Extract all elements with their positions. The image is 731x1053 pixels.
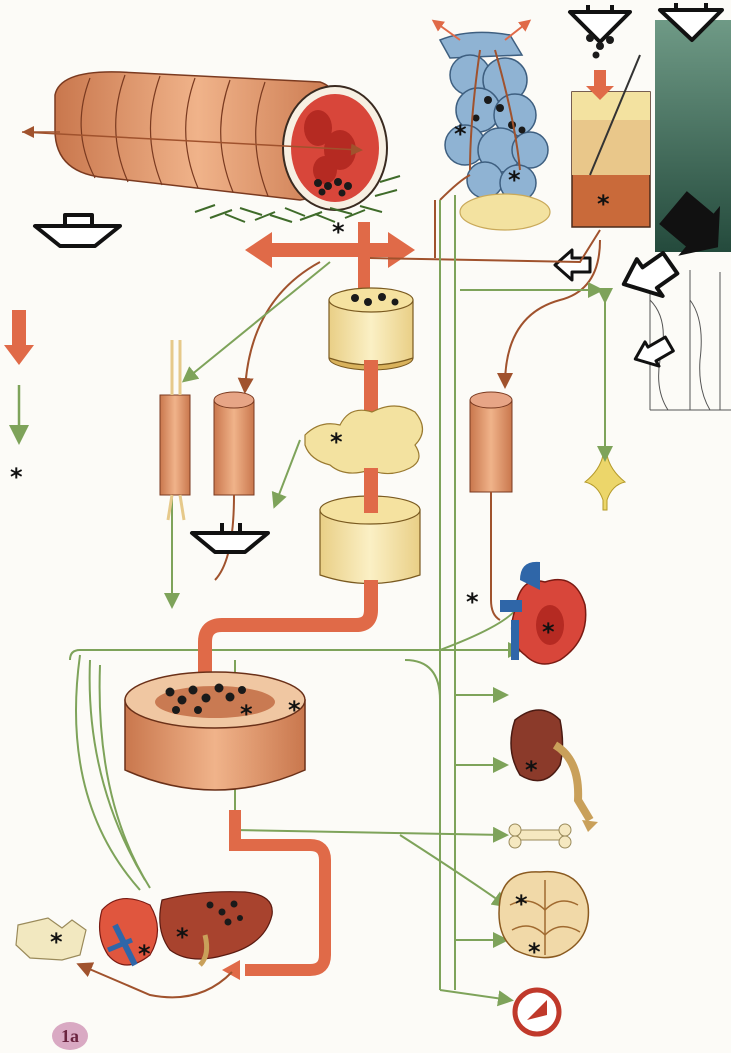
intestine-tube	[55, 72, 387, 210]
blood-vessel-right	[470, 392, 512, 620]
fecal-excretion-arrow	[35, 215, 120, 246]
legend-red-arrow	[4, 310, 34, 365]
asterisk-mark: *	[288, 696, 301, 724]
skin-input-hollow-arrow	[570, 5, 630, 42]
asterisk-mark: *	[138, 940, 151, 968]
asterisk-mark: *	[240, 700, 253, 728]
asterisk-mark: *	[332, 218, 345, 246]
nerve-hollow-arrow-small	[630, 332, 676, 375]
eye-organ	[515, 990, 559, 1034]
nerve-vessel-left	[160, 340, 190, 520]
asterisk-mark: *	[525, 756, 538, 784]
red-path-to-liver-head	[222, 960, 240, 980]
brain-organ	[499, 872, 588, 958]
asterisk-mark: *	[508, 166, 521, 194]
bone-organ	[509, 824, 571, 848]
legend	[4, 310, 34, 440]
asterisk-mark: *	[597, 190, 610, 218]
asterisk-mark: *	[330, 428, 343, 456]
asterisk-mark: *	[454, 120, 467, 148]
legend-asterisk: *	[10, 463, 23, 491]
absorption-red-arrows	[245, 222, 415, 292]
asterisk-mark: *	[528, 938, 541, 966]
urinary-excretion-hollow-arrow	[192, 523, 268, 552]
asterisk-mark: *	[176, 923, 189, 951]
asterisk-mark: *	[542, 618, 555, 646]
asterisk-mark: *	[466, 588, 479, 616]
central-red-path-lower	[364, 468, 378, 513]
neuron-yellow	[585, 455, 625, 510]
figure-label: 1a	[52, 1022, 88, 1050]
asterisk-mark: *	[50, 928, 63, 956]
asterisk-mark: *	[515, 890, 528, 918]
bottom-brown-return-line	[80, 965, 232, 997]
skin-block	[572, 55, 650, 227]
tissue-cell	[305, 406, 423, 474]
